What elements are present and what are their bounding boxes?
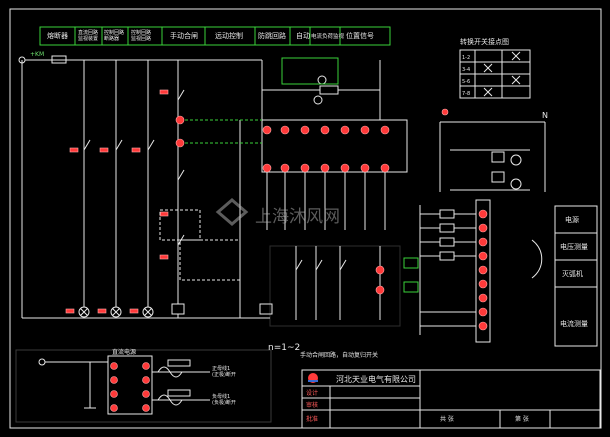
inset-label-positive: 正母线1(正极)断开 [212,365,236,378]
svg-text:+KM: +KM [30,51,44,58]
company-name: 河北天业电气有限公司 [336,374,416,384]
indicator-lamps [78,75,327,318]
header-cell-position-signal: 位置信号 [346,31,374,40]
svg-text:N: N [542,111,548,120]
signal-section: 手动合闸回路，自动复归开关 [269,245,419,359]
switch-marks [483,51,521,97]
watermark-text: 上海沐风网 [255,207,340,227]
tb-approver: 批准 [306,415,318,423]
switch-row-3: 5-6 [462,79,470,85]
header-cell-control-breaker: 控制回路断路器 [104,29,124,42]
header-cell-manual-close: 手动合闸 [170,31,198,40]
right-label-panel: 电源 电压测量 灭弧机 电流测量 [531,205,598,347]
header-cell-fuse: 熔断器 [47,31,68,40]
tb-reviewer: 审核 [306,401,318,409]
panel-row-voltage: 电压测量 [560,242,588,251]
controller-block [261,119,408,230]
top-relays [262,57,381,120]
switch-table-title: 转换开关接点图 [460,37,509,46]
switch-table: 转换开关接点图 1-2 3-4 5-6 7-8 [459,37,531,99]
header-strip: 熔断器 直流回路监视装置 控制回路断路器 控制回路监视回路 手动合闸 远动控制 … [39,26,391,46]
tb-page: 第 张 [515,415,529,423]
tb-sheet-count: 共 张 [440,415,454,423]
switch-row-2: 3-4 [462,67,470,73]
title-block: 河北天业电气有限公司 设计 审核 批准 共 张 第 张 [301,369,601,429]
bottom-coils [171,303,273,315]
inset-label-negative: 负母线1(负极)断开 [212,393,236,406]
header-cell-remote-control: 远动控制 [215,31,243,40]
switch-mark [483,87,493,97]
red-terminals [65,89,169,314]
panel-row-arc: 灭弧机 [562,269,583,278]
motor-circuit: N [439,108,548,192]
switch-mark [483,63,493,73]
lamp-3 [142,306,154,318]
header-cell-current-load: 电流负荷监视 [311,32,345,40]
panel-row-current: 电流测量 [560,319,588,328]
right-terminal-column [419,199,491,343]
header-cell-auto: 自动 [296,31,310,40]
tb-designer: 设计 [306,389,318,397]
header-cell-control-monitor: 控制回路监视回路 [131,29,151,42]
header-cell-dc-monitor: 直流回路监视装置 [78,29,98,42]
mechanical-links [159,115,262,281]
watermark-logo: 上海沐风网 [215,198,340,227]
panel-row-power: 电源 [565,215,579,224]
switch-mark [511,75,521,85]
lamp-1 [78,306,90,318]
lamp-2 [110,306,122,318]
branch-verticals [83,60,241,318]
switch-mark [511,51,521,61]
dc-inset: 直流电源 正母线1(正极)断开 负母线1(负极)断开 [15,348,272,423]
bottom-caption: 手动合闸回路，自动复归开关 [300,351,378,359]
voltage-label: n=1~2 [268,343,300,353]
switch-row-4: 7-8 [462,91,470,97]
header-cell-anti-pump: 防跳回路 [258,31,286,40]
inset-title: 直流电源 [112,348,136,356]
dc-bus-lines: +KM [18,51,270,319]
switch-row-1: 1-2 [462,55,470,61]
